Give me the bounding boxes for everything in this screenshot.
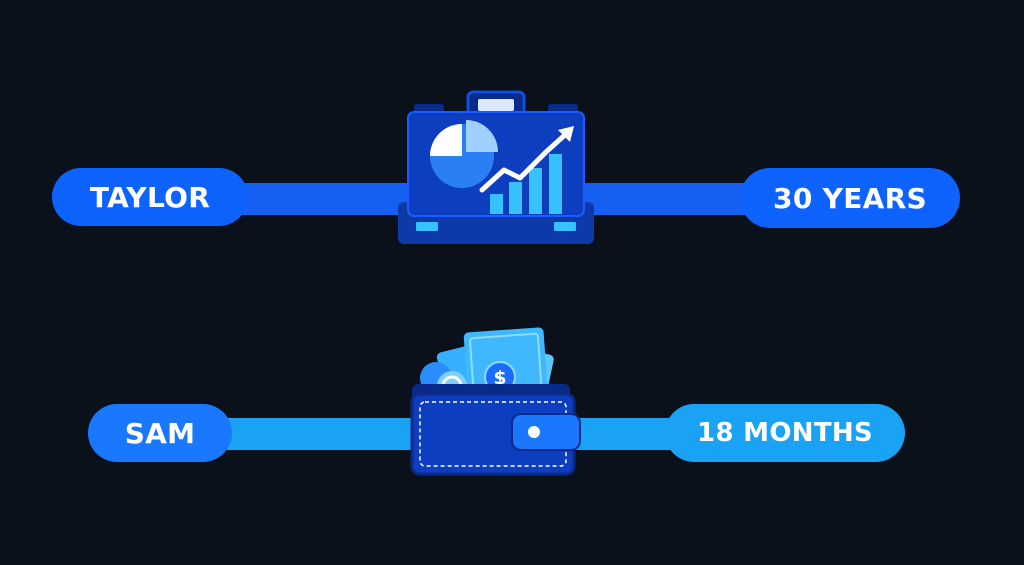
briefcase-chart-icon <box>398 90 594 244</box>
taylor-duration-pill: 30 YEARS <box>740 168 960 228</box>
wallet-cash-icon: $ <box>410 327 581 476</box>
sam-duration-label: 18 MONTHS <box>697 418 873 448</box>
taylor-name-label: TAYLOR <box>89 180 211 214</box>
sam-name-label: SAM <box>124 416 196 450</box>
sam-duration-pill: 18 MONTHS <box>665 404 905 462</box>
taylor-duration-label: 30 YEARS <box>773 181 927 215</box>
dollar-symbol: $ <box>493 367 506 389</box>
sam-name-pill: SAM <box>88 404 232 462</box>
taylor-name-pill: TAYLOR <box>52 168 248 226</box>
